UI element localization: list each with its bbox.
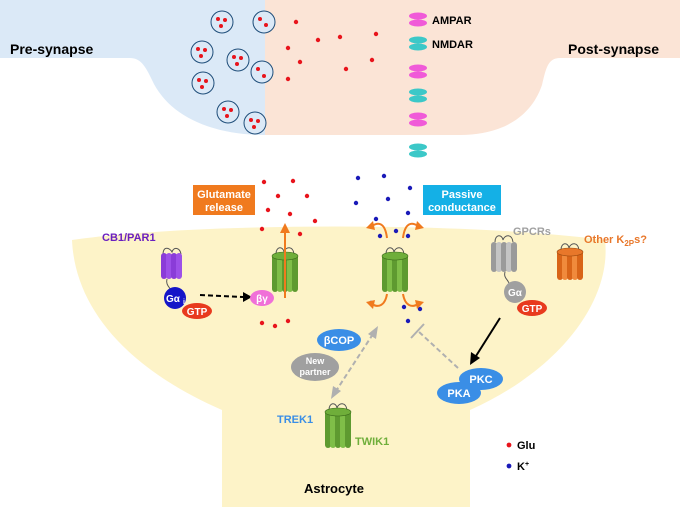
passive-conductance-label-line1: Passive xyxy=(442,189,483,201)
legend-k-label: K+ xyxy=(517,461,529,473)
svg-text:GTP: GTP xyxy=(187,307,208,318)
arrow-gpcr-to-kinases-head xyxy=(470,352,480,365)
vesicles xyxy=(190,10,276,135)
trek1-label: TREK1 xyxy=(277,414,313,426)
passive-conductance-arrowheads xyxy=(366,221,424,309)
nmdar-receptor xyxy=(409,88,427,103)
svg-text:βγ: βγ xyxy=(256,294,268,305)
beta-gamma-subunit: βγ xyxy=(250,290,274,306)
svg-text:New: New xyxy=(306,356,326,366)
vesicle xyxy=(190,40,214,64)
arrow-gpcr-to-kinases xyxy=(475,317,501,357)
svg-text:PKC: PKC xyxy=(469,374,492,386)
twik1-label: TWIK1 xyxy=(355,436,389,448)
ampar-label: AMPAR xyxy=(432,15,472,27)
new-partner-bubble: New partner xyxy=(291,353,339,381)
legend-glu-label: Glu xyxy=(517,440,535,452)
trek1-twik1-channel xyxy=(324,403,352,448)
passive-conductance-channel xyxy=(381,247,409,292)
legend-k-dot xyxy=(506,463,512,469)
nmdar-receptor xyxy=(409,143,427,158)
ampar-receptor xyxy=(409,12,427,27)
post-synapse-label: Post-synapse xyxy=(568,41,659,57)
trafficking-arrow xyxy=(335,333,374,392)
g-alpha-protein-right: Gα xyxy=(504,281,526,303)
cleft-glutamate-dots xyxy=(285,19,379,82)
ampar-receptor xyxy=(409,64,427,79)
legend-glu-dot xyxy=(506,442,512,448)
svg-text:i: i xyxy=(183,299,185,306)
pre-synapse-label: Pre-synapse xyxy=(10,41,93,57)
astrocyte-label: Astrocyte xyxy=(304,481,364,496)
pre-synapse-region xyxy=(0,0,265,135)
vesicle xyxy=(210,10,234,34)
trafficking-arrowhead-top xyxy=(368,326,378,339)
gpcr-receptor xyxy=(491,235,517,288)
kinase-inhibition-line xyxy=(417,330,459,369)
legend: Glu K+ xyxy=(506,440,535,473)
svg-text:partner: partner xyxy=(299,367,331,377)
cb1-par1-receptor xyxy=(161,247,182,295)
g-alpha-i-protein: Gα i xyxy=(164,287,186,309)
other-k2p-channel xyxy=(556,243,584,280)
vesicle xyxy=(243,111,267,135)
released-glutamate-dots xyxy=(259,178,318,329)
trafficking-arrowhead-bottom xyxy=(331,386,341,399)
postsynaptic-receptors xyxy=(409,12,427,158)
gtp-left: GTP xyxy=(182,303,212,319)
cb1-par1-label: CB1/PAR1 xyxy=(102,232,156,244)
other-k2ps-label: Other K2Ps? xyxy=(584,234,647,248)
glutamate-release-channel xyxy=(271,247,299,292)
beta-cop-bubble: βCOP xyxy=(317,329,361,351)
svg-text:Gα: Gα xyxy=(166,294,181,305)
svg-text:GTP: GTP xyxy=(522,304,543,315)
dashed-arrow-head xyxy=(243,292,252,302)
pka-bubble: PKA xyxy=(437,382,481,404)
gtp-right: GTP xyxy=(517,300,547,316)
vesicle xyxy=(250,60,274,84)
glutamate-release-label-line1: Glutamate xyxy=(197,189,251,201)
nmdar-receptor xyxy=(409,36,427,51)
kinase-inhibition-bar xyxy=(410,323,425,339)
svg-text:βCOP: βCOP xyxy=(324,335,355,347)
gpcrs-label: GPCRs xyxy=(513,226,551,238)
vesicle xyxy=(191,71,215,95)
glutamate-release-label-line2: release xyxy=(205,202,243,214)
vesicle xyxy=(226,48,250,72)
vesicle xyxy=(216,100,240,124)
ampar-receptor xyxy=(409,112,427,127)
glutamate-release-box xyxy=(193,185,255,215)
glutamate-release-arrowhead xyxy=(280,223,290,233)
post-synapse-region xyxy=(265,0,680,135)
svg-text:Gα: Gα xyxy=(508,288,523,299)
dashed-arrow-galpha-to-betagamma xyxy=(199,294,244,298)
passive-conductance-label-line2: conductance xyxy=(428,202,496,214)
svg-text:PKA: PKA xyxy=(447,388,470,400)
nmdar-label: NMDAR xyxy=(432,39,473,51)
passive-conductance-box xyxy=(423,185,501,215)
vesicle xyxy=(252,10,276,34)
